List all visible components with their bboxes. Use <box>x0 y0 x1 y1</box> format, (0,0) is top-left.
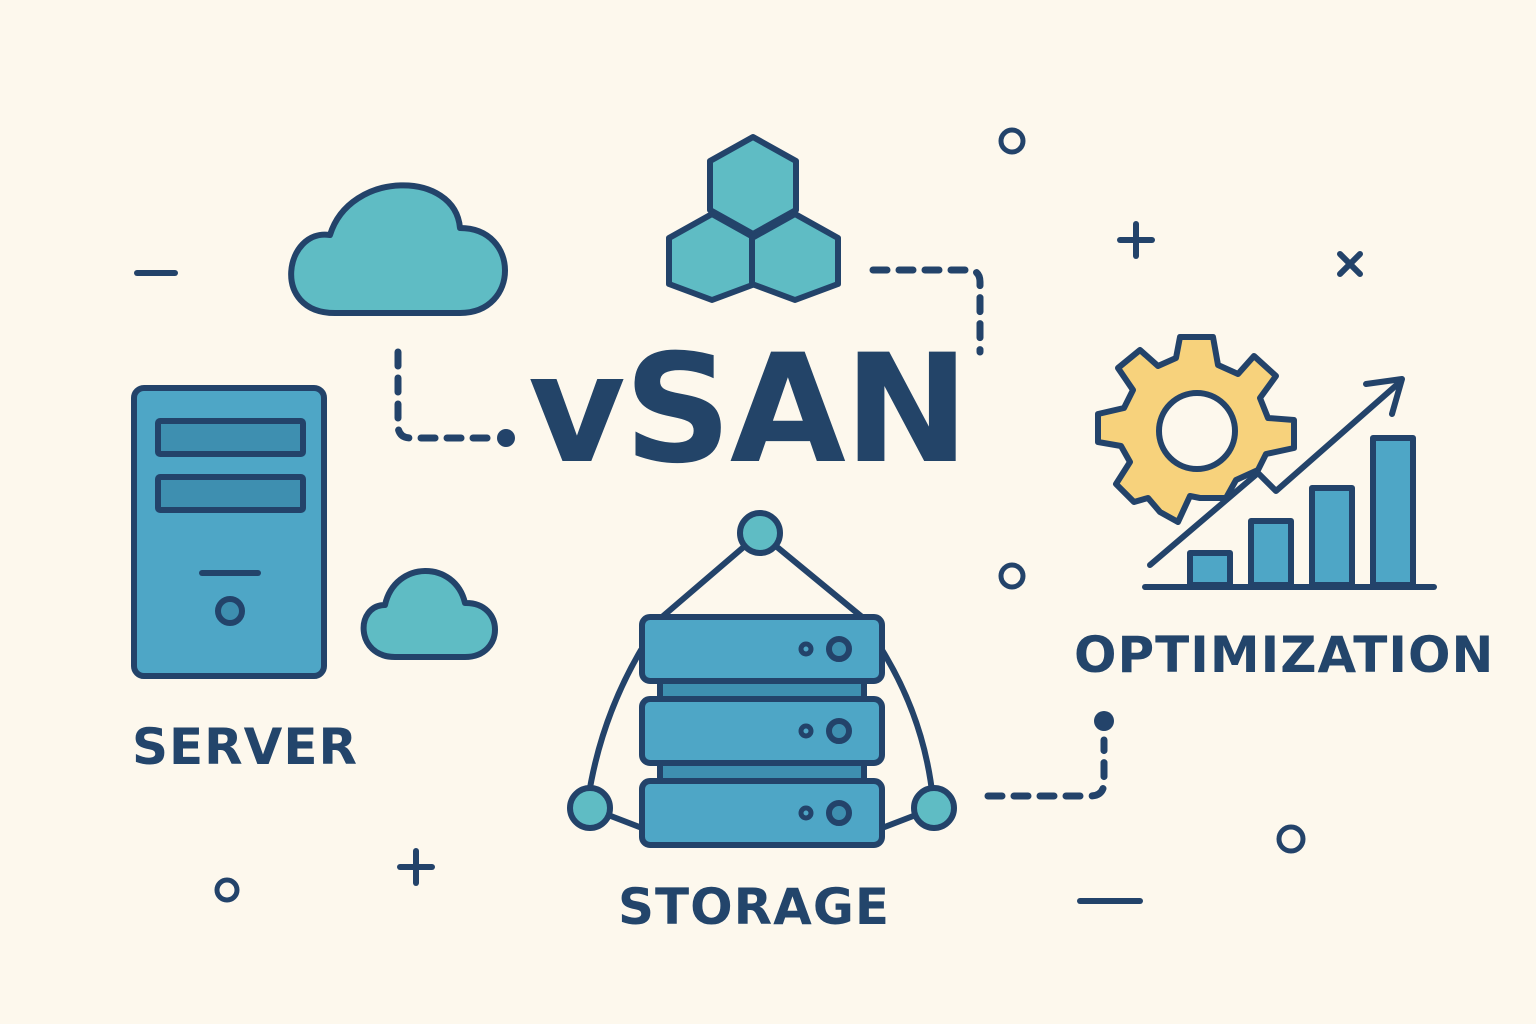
ring-decoration <box>998 127 1026 155</box>
optimization-label: OPTIMIZATION <box>1074 626 1495 684</box>
connector-dot <box>1094 711 1114 731</box>
ring-decoration <box>998 562 1026 590</box>
cloud-icon-small <box>360 568 498 660</box>
hexagon-cluster-icon <box>666 134 841 303</box>
ring-decoration <box>1276 824 1306 854</box>
dashed-connector-cloud-title <box>394 348 494 442</box>
server-label: SERVER <box>132 718 359 776</box>
connector-dot <box>497 429 515 447</box>
dashed-connector-storage-opt <box>984 736 1108 800</box>
x-mark-decoration <box>1337 251 1363 277</box>
vsan-title: vSAN <box>528 323 969 497</box>
storage-stack-network-icon <box>567 510 957 848</box>
plus-decoration <box>397 848 435 886</box>
plus-decoration <box>1117 221 1155 259</box>
ring-decoration <box>214 877 240 903</box>
cloud-icon-large <box>288 182 508 316</box>
storage-label: STORAGE <box>618 878 891 936</box>
growth-bar-chart-icon <box>1142 435 1437 590</box>
trend-arrow-icon <box>1147 376 1405 568</box>
server-tower-icon <box>131 385 327 679</box>
gear-icon <box>1095 334 1297 525</box>
dashed-connector-hex-title <box>869 266 984 356</box>
